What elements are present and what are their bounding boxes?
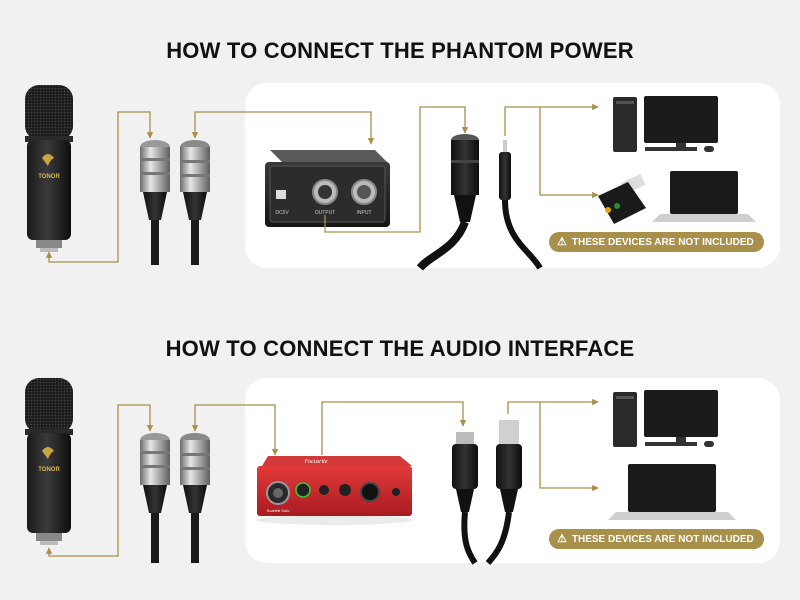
- 35mm-jack-icon: [503, 140, 507, 152]
- xlr-female-connector-1: [140, 140, 170, 265]
- xlr-female-connector-2: [140, 433, 170, 563]
- desktop-computer-1: [613, 96, 718, 152]
- audio-interface: Focusrite Scarlett Solo: [256, 456, 412, 525]
- svg-text:TONOR: TONOR: [38, 467, 60, 473]
- svg-text:DC5V: DC5V: [275, 210, 289, 216]
- xlr-male-connector-1: [180, 140, 210, 265]
- usb-b-port-icon: [276, 190, 286, 199]
- desktop-computer-2: [613, 390, 718, 447]
- svg-text:TONOR: TONOR: [38, 174, 60, 180]
- laptop-1: [652, 171, 756, 222]
- warning-icon: ⚠: [557, 533, 567, 545]
- connection-lines-1: [45, 103, 599, 263]
- usb-cable: [452, 420, 522, 565]
- usb-sound-card: [598, 173, 646, 224]
- connection-lines-2: [45, 398, 599, 557]
- microphone-2: TONOR: [25, 378, 73, 545]
- svg-text:Focusrite: Focusrite: [304, 459, 328, 465]
- svg-text:OUTPUT: OUTPUT: [315, 210, 336, 216]
- audio-interface-title: HOW TO CONNECT THE AUDIO INTERFACE: [165, 336, 635, 361]
- warning-icon: ⚠: [557, 236, 567, 248]
- usb-b-plug-icon: [456, 432, 474, 444]
- phantom-power-box: DC5V OUTPUT INPUT: [265, 150, 390, 227]
- usb-a-plug-icon: [499, 420, 519, 444]
- xlr-male-connector-2: [180, 433, 210, 563]
- not-included-note-1: ⚠THESE DEVICES ARE NOT INCLUDED: [549, 232, 764, 252]
- xlr-to-35mm-cable: [416, 134, 543, 271]
- laptop-2: [608, 464, 736, 520]
- svg-text:INPUT: INPUT: [357, 210, 372, 216]
- phantom-power-title: HOW TO CONNECT THE PHANTOM POWER: [166, 38, 634, 63]
- microphone-1: TONOR: [25, 85, 73, 252]
- not-included-note-2: ⚠THESE DEVICES ARE NOT INCLUDED: [549, 529, 764, 549]
- svg-text:Scarlett Solo: Scarlett Solo: [267, 508, 290, 513]
